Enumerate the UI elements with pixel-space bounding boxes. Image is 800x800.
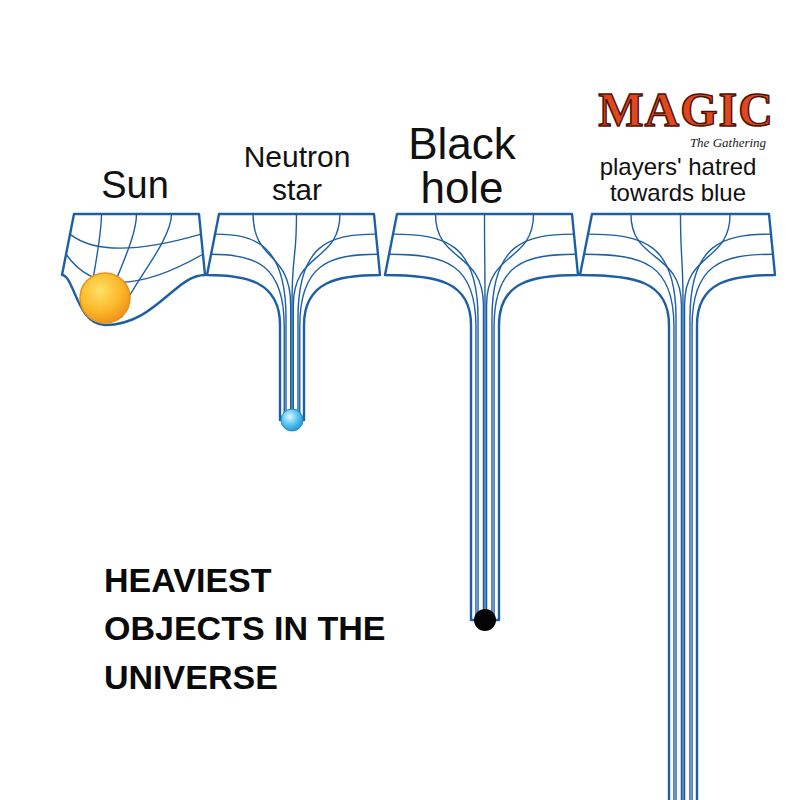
grid-line: [584, 254, 674, 800]
grid-line: [588, 234, 676, 800]
grid-line: [690, 234, 771, 800]
grid-line: [484, 214, 486, 620]
funnel-grid: [580, 214, 775, 800]
funnel-grid: [385, 214, 578, 620]
grid-outline: [385, 214, 578, 620]
grid-line: [211, 254, 284, 420]
grid-outline: [580, 214, 775, 800]
grid-line: [66, 254, 203, 282]
grid-line: [389, 254, 476, 620]
grid-line: [393, 234, 478, 620]
object-label: Sun: [70, 164, 200, 208]
grid-line: [487, 214, 534, 620]
sun-ball: [80, 273, 130, 323]
object-label: players' hatred towards blue: [568, 154, 788, 206]
grid-outline: [207, 214, 380, 420]
meme-title: HEAVIEST OBJECTS IN THE UNIVERSE: [104, 556, 434, 701]
grid-line: [298, 234, 376, 420]
grid-line: [293, 214, 340, 420]
grid-outline: [62, 214, 205, 325]
grid-line: [494, 254, 576, 620]
object-label: Neutron star: [227, 140, 367, 206]
grid-line: [436, 214, 484, 620]
neutron-star-ball: [281, 409, 303, 431]
grid-line: [681, 214, 684, 800]
grid-line: [685, 214, 730, 800]
grid-line: [253, 214, 291, 420]
black-hole-ball: [474, 609, 496, 631]
grid-line: [692, 254, 773, 800]
grid-line: [300, 254, 378, 420]
bowl-grid: [62, 214, 205, 325]
logo-subtitle: The Gathering: [678, 136, 778, 149]
grid-line: [631, 214, 681, 800]
funnel-grid: [207, 214, 380, 420]
grid-line: [492, 234, 574, 620]
logo-wordmark: MAGIC: [586, 86, 786, 134]
object-label: Black hole: [382, 122, 542, 210]
grid-line: [70, 234, 201, 248]
